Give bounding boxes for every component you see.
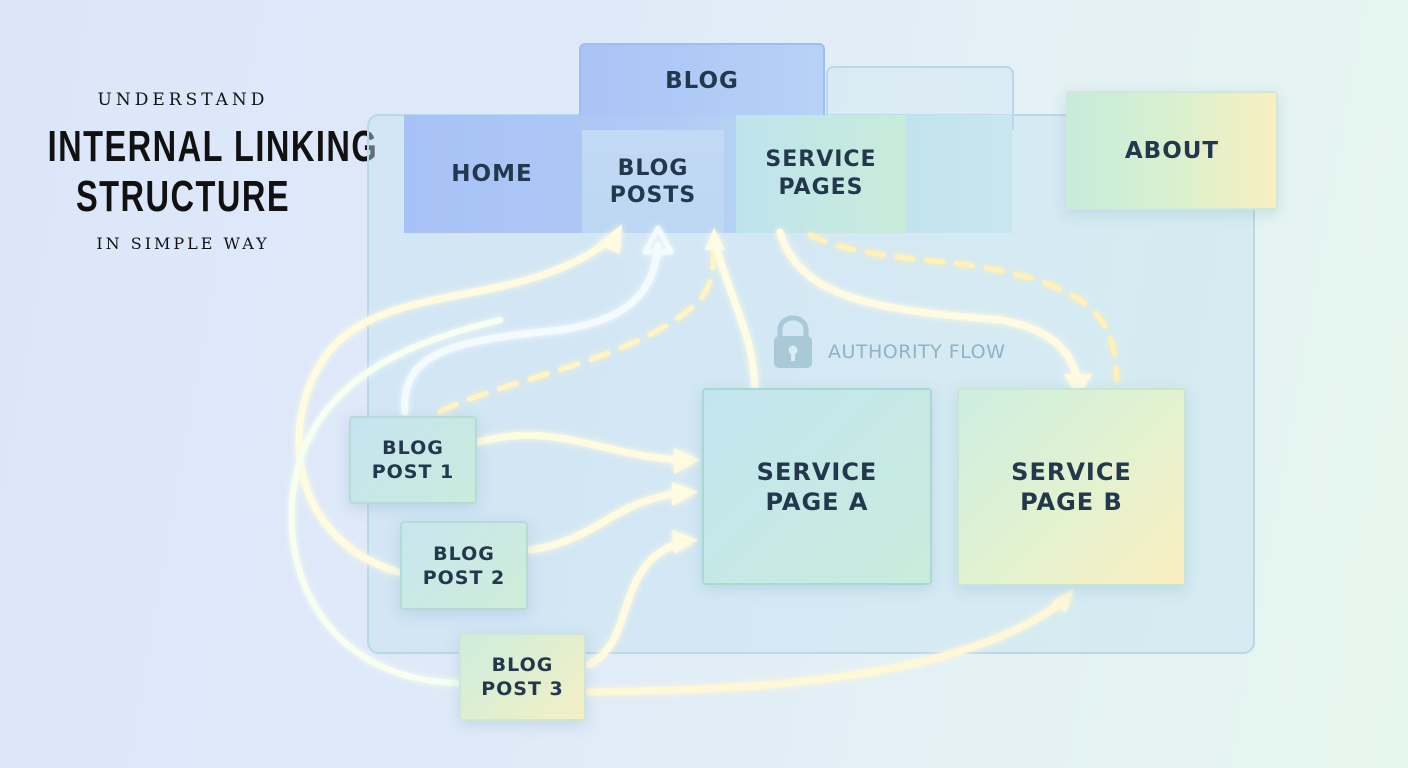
nav-service-pages-label: SERVICE PAGES [765, 147, 877, 200]
arrow-servicea-to-blogposts [713, 246, 759, 399]
blog-post-3-label: BLOG POST 3 [481, 654, 564, 700]
arrowhead-blogposts-2 [642, 225, 674, 255]
arrow-post1-dashed [437, 245, 717, 415]
blog-post-1[interactable]: BLOG POST 1 [349, 416, 477, 504]
arrowhead-blogposts-1 [598, 224, 622, 254]
nav-home[interactable]: HOME [404, 115, 580, 233]
nav-home-label: HOME [451, 161, 533, 187]
blog-post-2[interactable]: BLOG POST 2 [400, 521, 528, 610]
arrow-post2-to-blogposts [295, 236, 614, 576]
service-page-b[interactable]: SERVICE PAGE B [957, 388, 1186, 586]
nav-service-pages[interactable]: SERVICE PAGES [736, 115, 906, 233]
main-title: INTERNAL LINKING STRUCTURE [0, 122, 377, 222]
arrow-post3-to-blogposts [288, 317, 503, 686]
service-page-a[interactable]: SERVICE PAGE A [702, 388, 932, 585]
title-line-2: STRUCTURE [75, 172, 291, 221]
arrow-post1-to-servicea [474, 431, 694, 464]
arrow-post2-to-servicea [526, 488, 692, 554]
arrowhead-servicea-1 [674, 448, 700, 474]
blog-post-2-label: BLOG POST 2 [422, 542, 506, 589]
arrow-post3-to-serviceb [584, 596, 1069, 696]
arrow-post3-to-servicea [584, 536, 692, 669]
heading-kicker: UNDERSTAND [97, 90, 269, 110]
heading-subtitle: IN SIMPLE WAY [96, 234, 270, 253]
blog-post-3[interactable]: BLOG POST 3 [459, 633, 586, 721]
arrow-servicepages-to-serviceb [776, 228, 1082, 389]
arrowhead-serviceb-bottom [1052, 588, 1074, 612]
nav-blog-label: BLOG [665, 68, 739, 94]
arrowhead-servicea-3 [672, 530, 698, 554]
lock-icon [774, 315, 812, 368]
nav-blog-posts[interactable]: BLOG POSTS [582, 130, 724, 233]
service-page-b-label: SERVICE PAGE B [1011, 458, 1132, 516]
authority-flow-label: AUTHORITY FLOW [828, 341, 1006, 363]
arrowhead-servicea-2 [672, 482, 698, 506]
nav-about-label: ABOUT [1124, 137, 1220, 164]
service-page-a-label: SERVICE PAGE A [756, 457, 878, 516]
blog-post-1-label: BLOG POST 1 [371, 437, 455, 483]
arrow-servicepages-dashed [807, 232, 1120, 383]
nav-about[interactable]: ABOUT [1066, 91, 1278, 210]
arrowhead-blogposts-3 [705, 228, 725, 250]
heading: UNDERSTAND INTERNAL LINKING STRUCTURE IN… [0, 80, 377, 253]
nav-blog-tab[interactable]: BLOG [579, 43, 825, 117]
nav-blog-posts-label: BLOG POSTS [609, 155, 697, 208]
arrow-post1-to-blogposts [401, 241, 662, 416]
arrowhead-serviceb-top [1064, 374, 1092, 398]
